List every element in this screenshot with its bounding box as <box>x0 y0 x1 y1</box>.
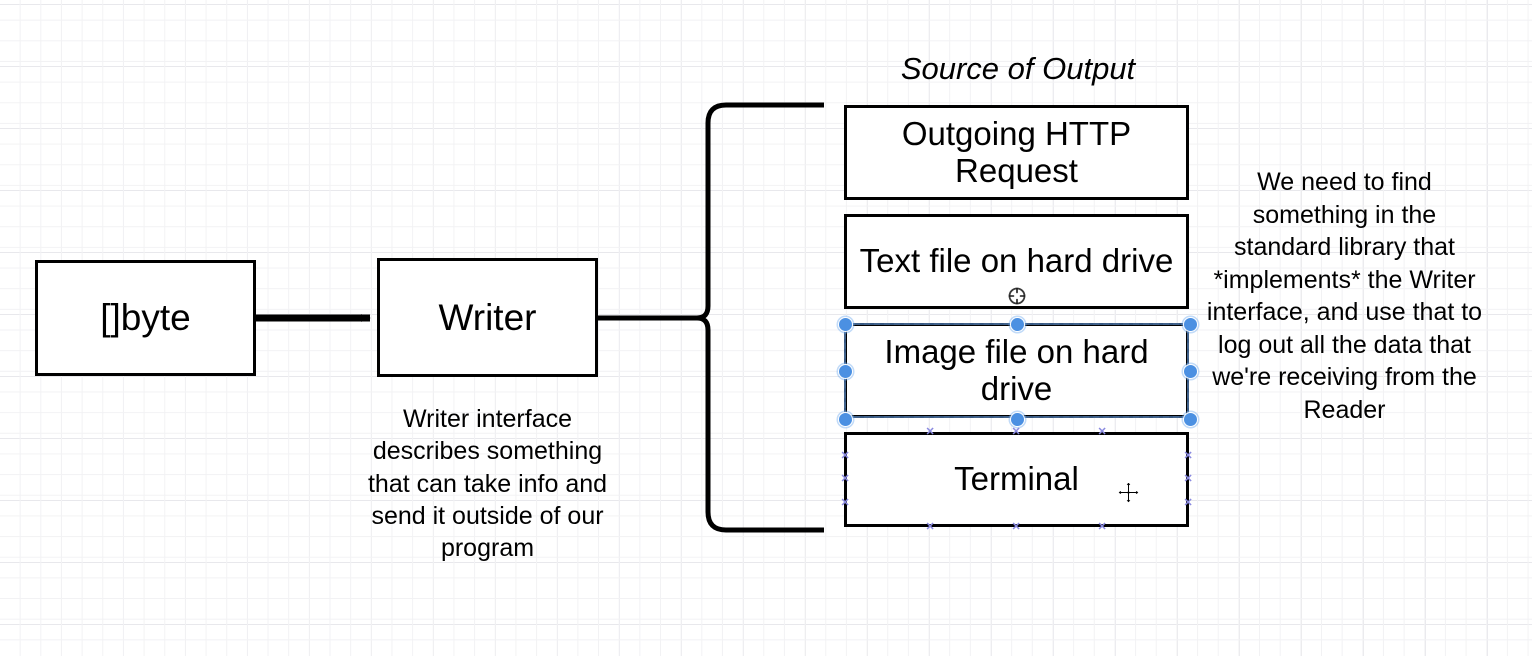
connection-anchor-left-lower[interactable]: ✕ <box>840 496 850 509</box>
writer-caption: Writer interface describes something tha… <box>349 403 626 564</box>
connection-anchor-right-lower[interactable]: ✕ <box>1183 496 1193 509</box>
connection-anchor-bottom-right[interactable]: ✕ <box>1097 520 1107 533</box>
selection-handle-n[interactable] <box>1010 316 1025 332</box>
node-image-file[interactable]: Image file on hard drive <box>844 323 1189 418</box>
selection-handle-sw[interactable] <box>837 411 853 427</box>
group-title: Source of Output <box>818 51 1218 87</box>
node-text-file[interactable]: Text file on hard drive <box>844 214 1189 309</box>
node-byte[interactable]: []byte <box>35 260 256 376</box>
selection-handle-w[interactable] <box>837 364 853 379</box>
node-writer[interactable]: Writer <box>377 258 598 377</box>
connection-anchor-top-center[interactable]: ✕ <box>1011 425 1021 438</box>
writer-caption-text: Writer interface describes something tha… <box>367 405 608 562</box>
connection-anchor-bottom-center[interactable]: ✕ <box>1011 520 1021 533</box>
node-byte-label: []byte <box>100 297 191 339</box>
node-writer-label: Writer <box>438 296 537 338</box>
node-outgoing-http-request[interactable]: Outgoing HTTP Request <box>844 105 1189 200</box>
node-text-file-label: Text file on hard drive <box>859 242 1174 280</box>
selection-handle-se[interactable] <box>1182 411 1198 427</box>
connection-anchor-left-upper[interactable]: ✕ <box>840 449 850 462</box>
connection-anchor-top-right[interactable]: ✕ <box>1097 425 1107 438</box>
connection-anchor-bottom-left[interactable]: ✕ <box>925 520 935 533</box>
connection-anchor-right-upper[interactable]: ✕ <box>1183 449 1193 462</box>
selection-handle-s[interactable] <box>1010 411 1025 427</box>
selection-handle-e[interactable] <box>1182 364 1198 379</box>
selection-handle-nw[interactable] <box>837 316 853 332</box>
connection-anchor-right-middle[interactable]: ✕ <box>1183 472 1193 485</box>
node-outgoing-http-request-label: Outgoing HTTP Request <box>901 114 1132 189</box>
side-note-text: We need to find something in the standar… <box>1206 168 1483 424</box>
group-title-text: Source of Output <box>900 51 1136 86</box>
selection-handle-ne[interactable] <box>1182 316 1198 332</box>
side-note: We need to find something in the standar… <box>1203 166 1486 426</box>
connection-anchor-top-left[interactable]: ✕ <box>925 425 935 438</box>
bracket-writer-to-outputs <box>598 102 824 533</box>
node-terminal-label: Terminal <box>954 460 1079 498</box>
node-terminal[interactable]: Terminal <box>844 432 1189 527</box>
node-image-file-label: Image file on hard drive <box>884 332 1149 407</box>
connection-anchor-left-middle[interactable]: ✕ <box>840 472 850 485</box>
